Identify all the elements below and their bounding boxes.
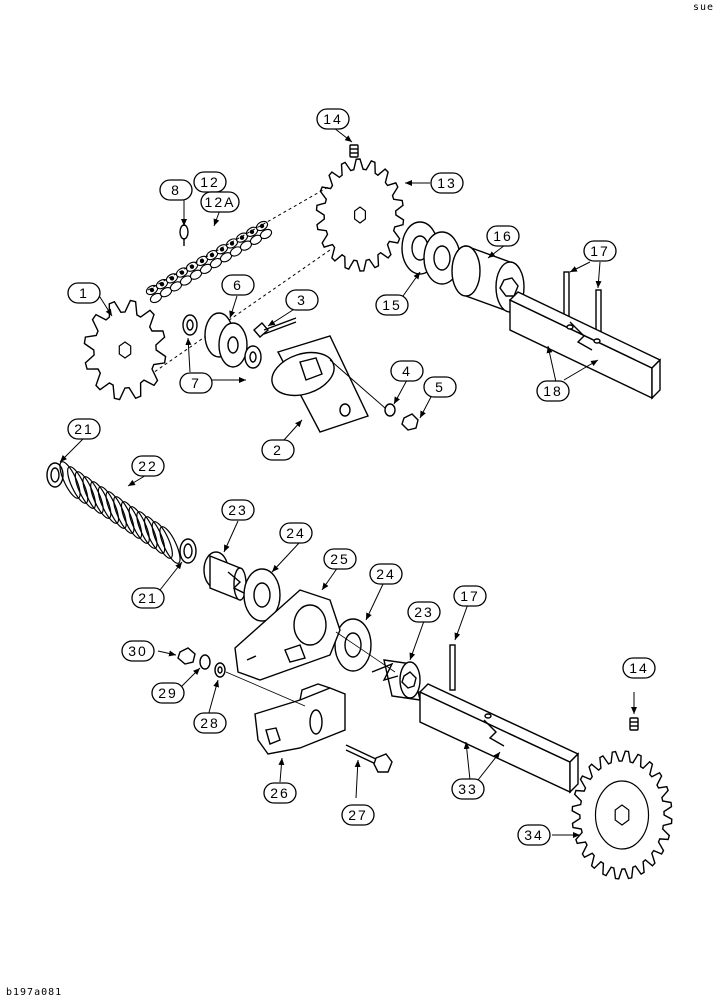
callout-17: 17 [453,585,487,607]
callout-5: 5 [423,376,457,398]
callout-25: 25 [323,548,357,570]
corner-code: sue [692,2,714,13]
callout-12: 12 [193,171,227,193]
grease-fitting-top [349,144,359,158]
callout-label: 26 [270,785,290,801]
flat-washer-right [334,618,372,672]
callout-24: 24 [369,563,403,585]
callout-label: 14 [629,660,649,676]
spring-washer-top [46,462,64,488]
callout-24: 24 [279,522,313,544]
figure-id: b197a081 [6,987,63,998]
callout-label: 5 [435,379,445,395]
bolt-bracket [345,744,393,773]
callout-18: 18 [536,380,570,402]
sprocket-small [83,299,167,401]
callout-33: 33 [451,778,485,800]
leader-lines [59,127,637,838]
flange-bushing-right [371,659,421,701]
flat-washer-lower [214,662,226,678]
roller-chain [145,185,331,376]
callout-label: 23 [228,502,248,518]
callout-13: 13 [430,172,464,194]
callout-label: 25 [330,551,350,567]
spring-washer-bottom [179,538,197,564]
idler-wheel [182,312,262,369]
hex-shaft-top [508,291,662,400]
sprocket-large-bottom [571,750,673,880]
callout-label: 24 [286,525,306,541]
callout-6: 6 [221,274,255,296]
callout-label: 17 [590,243,610,259]
callout-label: 3 [297,292,307,308]
hex-shaft-lower [418,683,580,794]
callout-label: 18 [543,383,563,399]
lock-washer-lower [199,654,211,670]
callout-2: 2 [261,439,295,461]
callout-label: 1 [79,285,89,301]
cotter-pin [179,224,189,246]
callout-label: 8 [171,182,181,198]
callout-8: 8 [159,179,193,201]
callout-21: 21 [131,587,165,609]
callout-7: 7 [179,372,213,394]
hex-nut [401,413,419,431]
callout-label: 7 [191,375,201,391]
callout-label: 24 [376,566,396,582]
callout-1: 1 [67,282,101,304]
callout-15: 15 [375,294,409,316]
tensioner-arm [271,335,386,433]
hex-nut-lower [177,647,196,665]
callout-label: 17 [460,588,480,604]
callout-12A: 12A [200,191,240,213]
callout-23: 23 [407,601,441,623]
mounting-bracket [254,683,346,755]
callout-4: 4 [390,360,424,382]
callout-14: 14 [622,657,656,679]
callout-14: 14 [316,108,350,130]
callout-28: 28 [193,712,227,734]
callout-label: 30 [128,643,148,659]
callout-label: 22 [138,458,158,474]
compression-spring [59,461,181,564]
callout-label: 6 [233,277,243,293]
callout-label: 15 [382,297,402,313]
callout-label: 2 [273,442,283,458]
lock-washer [384,403,396,417]
callout-label: 29 [158,685,178,701]
callout-label: 34 [524,827,544,843]
callout-17: 17 [583,240,617,262]
callout-label: 33 [458,781,478,797]
sprocket-large-top [315,158,405,272]
callout-16: 16 [486,225,520,247]
callout-label: 21 [138,590,158,606]
callout-27: 27 [341,804,375,826]
callout-21: 21 [67,418,101,440]
bolt-idler [253,317,297,338]
callout-22: 22 [131,455,165,477]
callout-label: 13 [437,175,457,191]
callout-3: 3 [285,289,319,311]
callout-label: 23 [414,604,434,620]
callout-30: 30 [121,640,155,662]
flange-bushing-left [203,551,247,602]
flat-washer-left [243,568,281,622]
callout-label: 27 [348,807,368,823]
callout-label: 28 [200,715,220,731]
callout-29: 29 [151,682,185,704]
callout-label: 4 [402,363,412,379]
thrust-washers [401,221,461,285]
tension-arm-plate [234,589,341,681]
callout-23: 23 [221,499,255,521]
callout-label: 12 [200,174,220,190]
callout-label: 12A [205,194,236,210]
callout-label: 16 [493,228,513,244]
callout-label: 14 [323,111,343,127]
roll-pin-lower [449,644,456,691]
callout-26: 26 [263,782,297,804]
callout-34: 34 [517,824,551,846]
grease-fitting-bottom [629,717,639,731]
callout-label: 21 [74,421,94,437]
